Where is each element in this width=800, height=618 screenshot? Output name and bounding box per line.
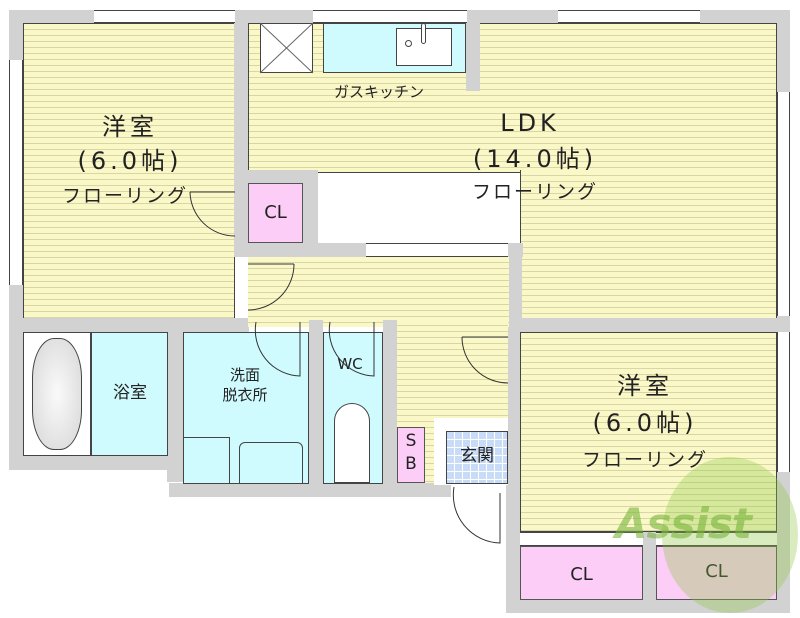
western-room-1 xyxy=(23,23,235,319)
door-wc-icon xyxy=(328,321,375,377)
outer-wall-bottom-right xyxy=(506,600,790,613)
western-room-2-size: (6.0帖) xyxy=(592,409,698,437)
bathroom-label: 浴室 xyxy=(113,383,147,403)
inner-wall-ldk-corridor-right xyxy=(508,243,522,328)
ldk-room-lower xyxy=(520,170,777,320)
western-room-2-name: 洋室 xyxy=(617,372,673,400)
assist-watermark-logo xyxy=(662,457,798,613)
shoe-box xyxy=(397,427,425,483)
door-western1-icon xyxy=(189,191,236,237)
washroom-label-line2: 脱衣所 xyxy=(222,386,268,404)
bathroom xyxy=(91,332,168,456)
ldk-size: (14.0帖) xyxy=(472,145,598,173)
door-washroom-icon xyxy=(254,321,301,377)
closet-divider xyxy=(643,532,656,600)
door-corridor-icon xyxy=(247,263,295,311)
toilet-label: WC xyxy=(337,355,363,373)
ldk-floor: フローリング xyxy=(471,181,598,203)
closet-3 xyxy=(656,546,777,600)
door-entrance-icon xyxy=(452,486,501,544)
outer-wall-service-bottom xyxy=(169,483,451,497)
shoe-box-label-b: B xyxy=(405,454,417,474)
washroom-label-line1: 洗面 xyxy=(229,366,260,384)
outer-wall-bath-left xyxy=(9,308,23,470)
western-room-2 xyxy=(520,332,777,532)
closet-1-label: CL xyxy=(264,202,287,223)
drain-icon xyxy=(405,40,412,47)
window-top-kitchen xyxy=(313,10,467,23)
ldk-name: LDK xyxy=(500,109,560,137)
door-room2-icon xyxy=(461,336,509,384)
bath-inner-wall xyxy=(167,332,183,482)
window-left-western1 xyxy=(9,60,23,285)
entrance-label: 玄関 xyxy=(460,446,494,466)
entrance xyxy=(446,431,508,484)
closet-2 xyxy=(520,546,643,600)
inner-wall-ldk-room2 xyxy=(508,318,790,332)
wc-right-wall xyxy=(383,320,397,484)
washing-machine-icon xyxy=(183,437,230,484)
kitchen-label: ガスキッチン xyxy=(334,83,425,101)
outer-wall-bath-bottom xyxy=(9,456,171,470)
kitchen-partition xyxy=(466,23,480,91)
closet-1 xyxy=(248,183,303,243)
western-room-1-size: (6.0帖) xyxy=(77,147,183,175)
window-right-western2 xyxy=(777,332,790,472)
watermark-text: Assist xyxy=(615,499,752,548)
outer-wall-entrance-right xyxy=(506,320,520,613)
western-room-1-floor: フローリング xyxy=(61,185,188,207)
shoe-box-label-s: S xyxy=(405,431,417,451)
bathtub-icon xyxy=(32,338,82,450)
inner-wall-western1-ldk xyxy=(234,10,248,185)
washroom-wc-wall xyxy=(309,320,323,484)
toilet-icon xyxy=(334,403,370,483)
window-top-ldk xyxy=(558,10,700,23)
fridge-cross-icon xyxy=(259,22,314,74)
window-right-ldk xyxy=(777,92,790,316)
faucet-icon xyxy=(421,23,426,44)
window-top-western1 xyxy=(94,10,235,23)
closet-3-label: CL xyxy=(656,561,777,583)
inner-wall-western1-bottom xyxy=(9,318,249,332)
western-room-2-floor: フローリング xyxy=(581,449,708,471)
western-room-1-name: 洋室 xyxy=(102,113,158,141)
window-corridor xyxy=(366,243,508,257)
corridor xyxy=(248,257,509,327)
closet-2-label: CL xyxy=(570,564,593,585)
washbasin-icon xyxy=(239,442,303,484)
